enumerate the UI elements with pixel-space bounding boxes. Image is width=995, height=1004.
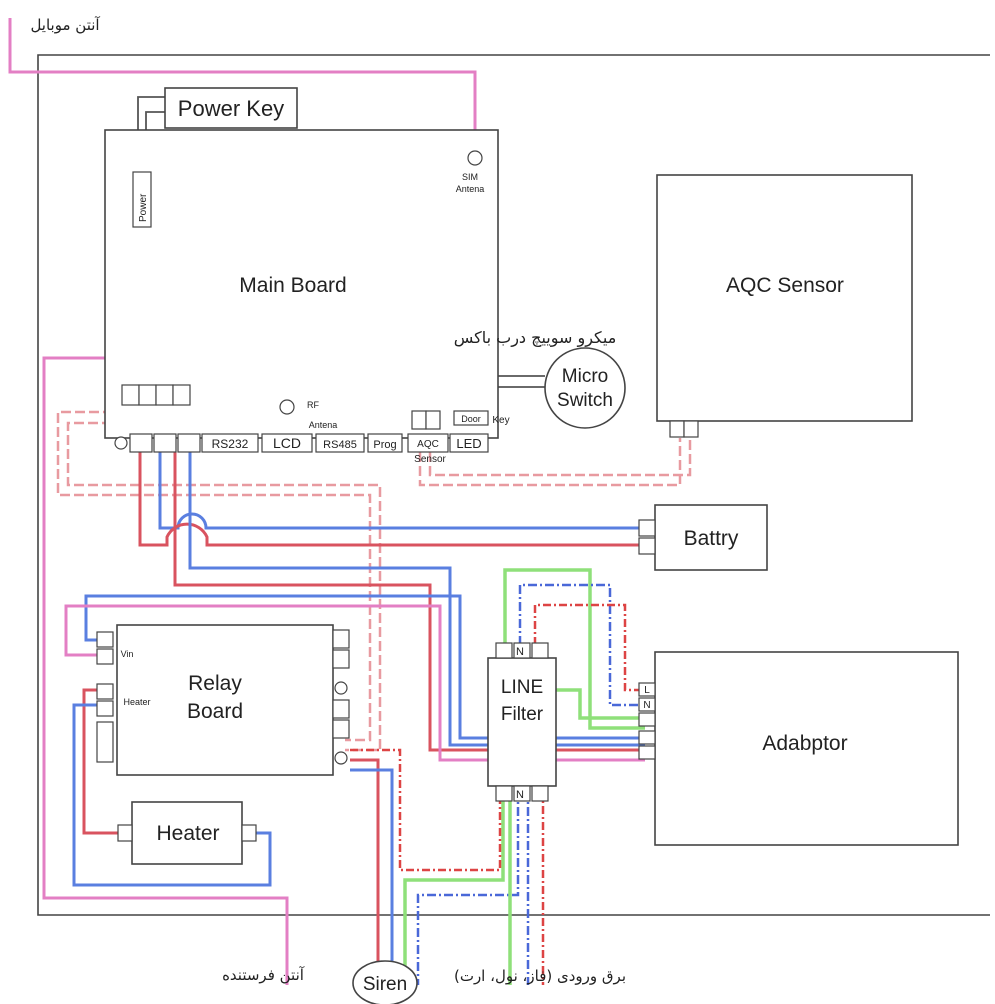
- relay-board-box: [116, 624, 334, 776]
- relay-heater-pins: [96, 683, 114, 717]
- ground-screw: [114, 436, 128, 450]
- rs485-label: RS485: [323, 439, 357, 451]
- siren-label: Siren: [363, 974, 407, 995]
- filter-green-mid: [555, 688, 645, 720]
- filter-blue-top: [518, 583, 645, 707]
- aqc-sensor-pin-b: [683, 420, 699, 438]
- dc-in-connector: [153, 433, 177, 453]
- heater-label: Heater: [156, 822, 219, 845]
- aqc-sensor-label: AQC Sensor: [726, 274, 844, 297]
- key-label: Key: [492, 415, 509, 426]
- sim-label: SIM: [462, 172, 478, 182]
- heater-red-wire: [82, 688, 118, 835]
- battery-label: Battry: [684, 527, 739, 550]
- led-connector: [449, 433, 489, 453]
- filter-green-top: [503, 568, 645, 730]
- rs485-connector: [315, 433, 365, 453]
- battery-red-wire: [138, 438, 645, 547]
- heater-pin-right: [241, 824, 257, 842]
- battery-box: [654, 504, 768, 571]
- rs-dashed-wire-1: [56, 410, 372, 742]
- power-key-box: [164, 87, 298, 129]
- rf-label: RF: [307, 400, 319, 410]
- battery-pin-neg: [638, 519, 656, 537]
- siren-blue-wire: [350, 768, 394, 962]
- adaptor-label: Adabptor: [762, 732, 847, 755]
- rs232-label: RS232: [212, 437, 249, 451]
- mobile-antenna-label: آنتن موبایل: [30, 16, 100, 34]
- line-filter-bottom-pins: [495, 785, 549, 802]
- relay-vin-pins: [96, 631, 114, 665]
- siren-ellipse: [352, 960, 418, 1004]
- four-pin-header: [121, 384, 191, 406]
- vout-connector: [177, 433, 201, 453]
- heater-pin-left: [117, 824, 133, 842]
- lcd-connector: [261, 433, 313, 453]
- switch-label: Switch: [557, 390, 613, 411]
- main-board-label: Main Board: [239, 274, 346, 297]
- line-label: LINE: [501, 677, 543, 698]
- input-blue-wire: [416, 790, 520, 985]
- aqc-sensor-pin-a: [669, 420, 685, 438]
- battery-pin-pos: [638, 537, 656, 555]
- aqc-header-b: [425, 410, 441, 430]
- heater-blue-wire: [72, 703, 272, 887]
- door-switch-fa-label: میکرو سوییچ درب باکس: [454, 328, 617, 348]
- mobile-antenna-wire: [8, 18, 477, 150]
- input-green-wire: [403, 790, 505, 985]
- rf-antena-label: Antena: [309, 420, 338, 430]
- sim-antenna-connector: [467, 150, 483, 166]
- prog-label: Prog: [373, 439, 396, 451]
- sim-antena-label: Antena: [456, 184, 485, 194]
- vin-label: Vin: [121, 649, 134, 659]
- relay-right-pins: [332, 629, 350, 765]
- lcd-label: LCD: [273, 435, 301, 451]
- aqc-header-a: [411, 410, 427, 430]
- aqc-port-label: AQC: [417, 439, 439, 450]
- enclosure-frame: [37, 54, 990, 916]
- door-key-connector: [453, 410, 489, 426]
- transmitter-antenna-label: آنتن فرستنده: [222, 966, 305, 984]
- led-label: LED: [456, 436, 481, 451]
- heater-port-label: Heater: [123, 697, 150, 707]
- battery-connector: [129, 433, 153, 453]
- filter-label: Filter: [501, 704, 544, 725]
- sensor-port-label: Sensor: [414, 454, 446, 465]
- prog-connector: [367, 433, 403, 453]
- filter-red-top: [533, 603, 645, 692]
- siren-dash-wire: [350, 748, 502, 872]
- rs232-connector: [201, 433, 259, 453]
- power-connector: [132, 171, 152, 228]
- filter-n-top: N: [516, 646, 524, 658]
- filter-n-bottom: N: [516, 789, 524, 801]
- power-input-label: برق ورودی (فاز، نول، ارت): [454, 967, 626, 985]
- adaptor-box: [654, 651, 959, 846]
- aqc-connector: [407, 433, 449, 453]
- heater-box: [131, 801, 243, 865]
- relay-aux-connector: [96, 721, 114, 763]
- rf-antenna-connector: [279, 399, 295, 415]
- adaptor-n-label: N: [643, 700, 650, 711]
- relay-vin-pink: [64, 604, 645, 762]
- board-label: Board: [187, 700, 243, 723]
- power-connector-label: Power: [138, 193, 149, 222]
- aqc-sensor-wire: [418, 438, 692, 487]
- relay-label: Relay: [188, 672, 242, 695]
- door-label: Door: [461, 414, 481, 424]
- line-filter-top-pins: [495, 642, 549, 659]
- adaptor-pins: [638, 682, 656, 760]
- micro-label: Micro: [562, 366, 608, 387]
- power-key-label: Power Key: [178, 96, 284, 121]
- micro-switch-circle: [544, 347, 626, 429]
- aqc-sensor-box: [656, 174, 913, 422]
- adaptor-l-label: L: [644, 685, 650, 696]
- siren-red-wire: [350, 758, 380, 962]
